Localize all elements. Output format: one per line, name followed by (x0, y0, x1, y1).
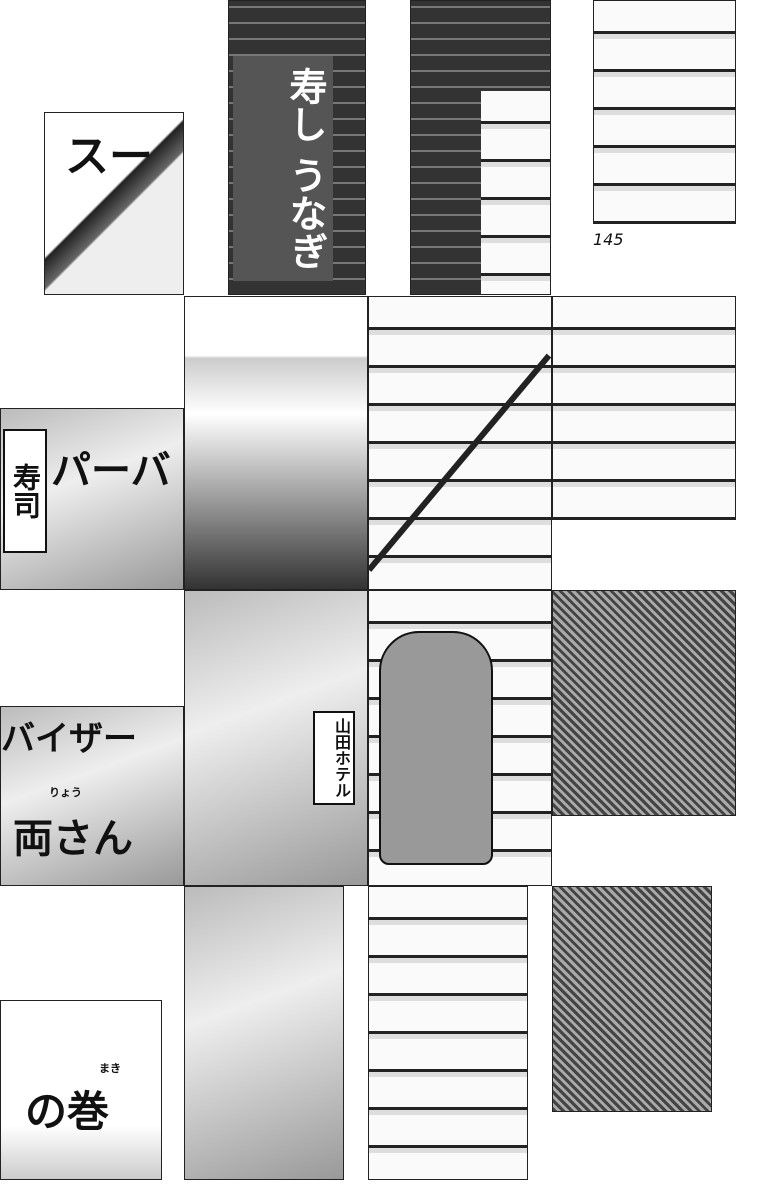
panel-no-maki: まき の巻 (0, 1000, 162, 1180)
title-text-visor: バイザー (1, 719, 137, 759)
title-text-para: パーバ (51, 448, 171, 494)
panel-stair-edge (552, 886, 712, 1112)
panel-houses (184, 296, 368, 590)
ruby-ryo: りょう (49, 786, 82, 799)
sushi-shop-sign: 寿司 (3, 429, 47, 553)
title-text-no-maki: の巻 (25, 1087, 110, 1136)
panel-stairs-rail (368, 296, 552, 590)
panel-stairs-top (410, 0, 551, 295)
panel-visor: バイザー りょう 両さん (0, 706, 184, 886)
ruby-maki: まき (99, 1062, 121, 1075)
sushi-sign: 寿し うなぎ (233, 56, 333, 281)
title-text-ryosan: 両さん (13, 816, 133, 862)
panel-roof-su: スー (44, 112, 184, 295)
panel-stairs-hatched (552, 590, 736, 816)
panel-stairs-right-top (593, 0, 736, 224)
panel-ryotsu-climbing (368, 590, 552, 886)
page-number: 145 (593, 230, 624, 249)
panel-sushi-sign: 寿し うなぎ (228, 0, 366, 295)
title-text-su: スー (65, 131, 153, 182)
panel-para: 寿司 パーバ (0, 408, 184, 590)
panel-stairs-right-mid (552, 296, 736, 520)
character-figure (379, 631, 493, 865)
panel-cat-stairs (368, 886, 528, 1180)
panel-poles-street (184, 886, 344, 1180)
hotel-sign: 山田ホテル (313, 711, 355, 805)
panel-hotel-street: 山田ホテル (184, 590, 368, 886)
